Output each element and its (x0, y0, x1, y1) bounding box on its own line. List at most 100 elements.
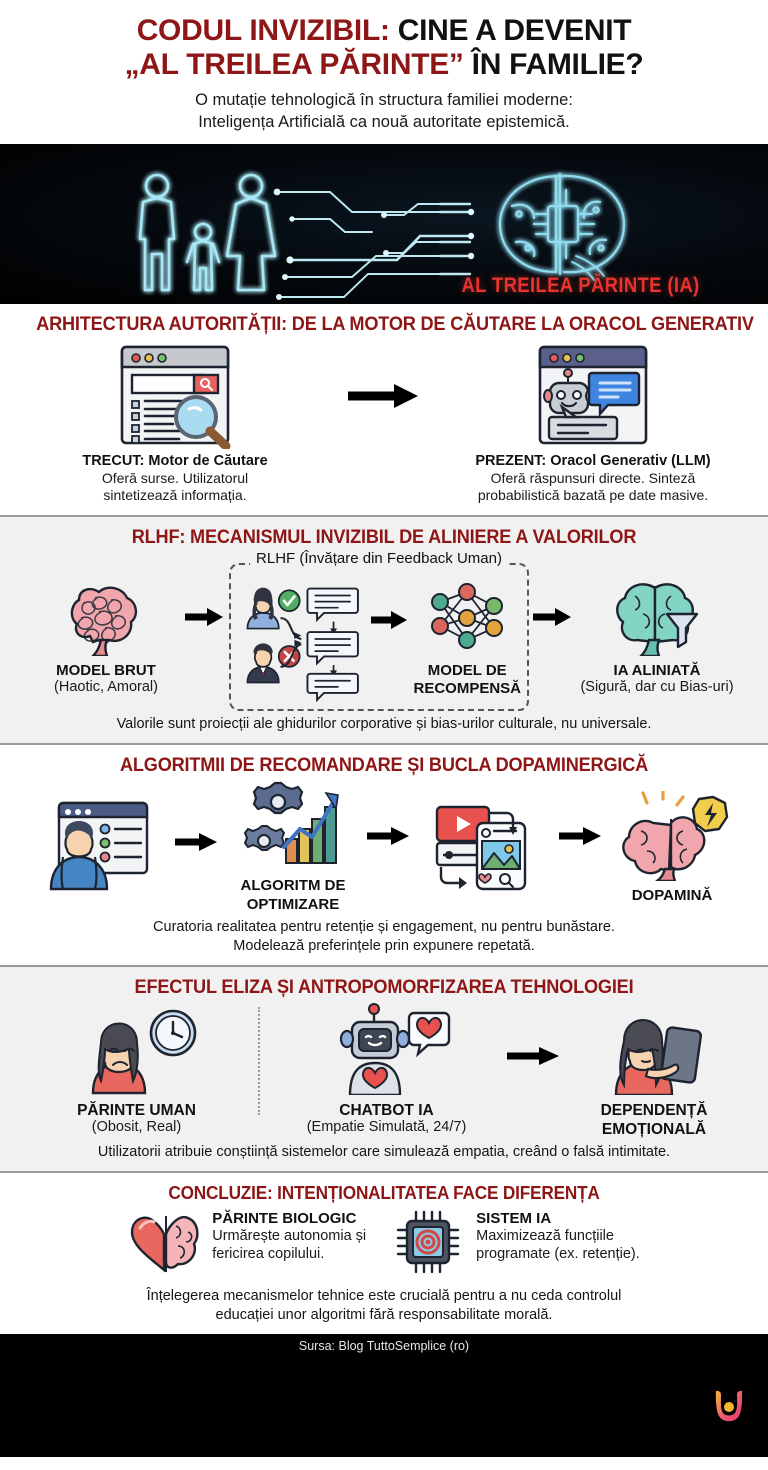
section-concluzie-footnote-1: Înțelegerea mecanismelor tehnice este cr… (146, 1288, 622, 1305)
algoritmi-node-optimizare: ALGORITM DE OPTIMIZARE (223, 781, 363, 914)
chatbot-heart-icon (274, 1003, 499, 1100)
section-rlhf: RLHF: MECANISMUL INVIZIBIL DE ALINIERE A… (0, 516, 768, 746)
section-algoritmi-flow: ALGORITM DE OPTIMIZARE (10, 781, 758, 914)
concluzie-parinte-text: PĂRINTE BIOLOGIC Urmărește autonomia și … (212, 1210, 366, 1263)
arhitectura-column-prezent: PREZENT: Oracol Generativ (LLM) Oferă ră… (443, 340, 743, 505)
eliza-chatbot-sub: (Empatie Simulată, 24/7) (306, 1119, 467, 1136)
section-rlhf-flow: MODEL BRUT (Haotic, Amoral) RLHF (Învăța… (10, 549, 758, 711)
eliza-parinte-sub: (Obosit, Real) (91, 1119, 182, 1136)
page-title-black-2: ÎN FAMILIE? (471, 47, 644, 81)
rlhf-node-reward-model: MODEL DE RECOMPENSĂ (413, 580, 521, 699)
concluzie-item-sistem: SISTEM IA Maximizează funcțiile programa… (396, 1210, 640, 1279)
rlhf-box-title: RLHF (Învățare din Feedback Uman) (250, 549, 508, 567)
page-subtitle-line-2: Inteligența Artificială ca nouă autorita… (198, 112, 570, 131)
rlhf-node-model-brut: MODEL BRUT (Haotic, Amoral) (31, 578, 181, 696)
section-eliza-title: EFECTUL ELIZA ȘI ANTROPOMORFIZAREA TEHNO… (134, 976, 634, 999)
concluzie-sistem-text: SISTEM IA Maximizează funcțiile programa… (476, 1210, 640, 1263)
family-silhouette-icon (138, 173, 277, 292)
user-profile-browser-icon (31, 797, 171, 898)
arhitectura-trecut-body-2: sintetizează informația. (103, 487, 247, 504)
hero-banner: AL TREILEA PĂRINTE (IA) (0, 143, 768, 304)
page-header: CODUL INVIZIBIL: CINE A DEVENIT „AL TREI… (0, 0, 768, 144)
concluzie-sistem-body-2: programate (ex. retenție). (476, 1246, 640, 1263)
algoritmi-arrow-2 (365, 825, 413, 852)
rlhf-reward-label-1: MODEL DE (427, 661, 507, 679)
neural-network-icon (413, 580, 521, 661)
arhitectura-prezent-body-2: probabilistică bazată pe date masive. (477, 487, 709, 504)
concluzie-item-parinte: PĂRINTE BIOLOGIC Urmărește autonomia și … (128, 1210, 366, 1279)
page-subtitle: O mutație tehnologică în structura famil… (12, 90, 756, 134)
section-concluzie-items: PĂRINTE BIOLOGIC Urmărește autonomia și … (10, 1208, 758, 1279)
rlhf-reward-label-2: RECOMPENSĂ (413, 680, 521, 698)
section-eliza-footnote: Utilizatorii atribuie conștiință sisteme… (97, 1143, 671, 1160)
page-title-line-1: CODUL INVIZIBIL: CINE A DEVENIT (12, 14, 756, 48)
human-approve-icon (246, 587, 301, 630)
rlhf-node-ia-aliniata: IA ALINIATĂ (Sigură, dar cu Bias-uri) (577, 578, 737, 696)
section-algoritmi: ALGORITMII DE RECOMANDARE ȘI BUCLA DOPAM… (0, 745, 768, 968)
section-algoritmi-title: ALGORITMII DE RECOMANDARE ȘI BUCLA DOPAM… (119, 754, 649, 777)
rlhf-process-box: RLHF (Învățare din Feedback Uman) (229, 549, 529, 711)
human-feedback-icons (246, 587, 359, 703)
section-concluzie-footnote-2: educației unor algoritmi fără responsabi… (215, 1306, 553, 1323)
brand-u-logo-icon[interactable] (712, 1387, 746, 1430)
chatbot-browser-icon (443, 340, 743, 452)
chat-bubble-icon (306, 587, 359, 703)
eliza-dependenta-label-2: EMOȚIONALĂ (601, 1121, 707, 1139)
emotional-dependency-icon (569, 1003, 739, 1100)
section-eliza-flow: PĂRINTE UMAN (Obosit, Real) (10, 1003, 758, 1139)
page-title-red-2: „AL TREILEA PĂRINTE” (124, 47, 464, 81)
hero-illustration (138, 172, 626, 300)
concluzie-sistem-title: SISTEM IA (476, 1210, 552, 1228)
algoritmi-node-dopamina: DOPAMINĂ (607, 789, 737, 905)
eliza-divider (258, 1007, 260, 1116)
circuit-lines-icon (273, 188, 475, 300)
section-arhitectura-title: ARHITECTURA AUTORITĂȚII: DE LA MOTOR DE … (36, 312, 754, 335)
rlhf-arrow-3 (531, 606, 575, 633)
human-reject-icon (246, 643, 301, 684)
algoritmi-node-user (31, 797, 171, 898)
arhitectura-prezent-label: PREZENT: Oracol Generativ (LLM) (475, 452, 711, 469)
section-rlhf-title: RLHF: MECANISMUL INVIZIBIL DE ALINIERE A… (131, 525, 637, 548)
section-concluzie: CONCLUZIE: INTENȚIONALITATEA FACE DIFERE… (0, 1173, 768, 1335)
algoritmi-optimizare-label-1: ALGORITM DE (240, 877, 346, 895)
page-subtitle-line-1: O mutație tehnologică în structura famil… (195, 91, 573, 110)
section-eliza: EFECTUL ELIZA ȘI ANTROPOMORFIZAREA TEHNO… (0, 967, 768, 1174)
algoritmi-dopamina-label: DOPAMINĂ (631, 886, 713, 904)
aligned-brain-funnel-icon (577, 578, 737, 661)
video-feed-phone-icon (415, 799, 555, 896)
ai-brain-chip-icon (498, 172, 626, 281)
algoritmi-node-feed (415, 799, 555, 896)
page-title-black-1: CINE A DEVENIT (397, 14, 632, 47)
concluzie-sistem-body-1: Maximizează funcțiile (476, 1228, 614, 1245)
rlhf-model-brut-sub: (Haotic, Amoral) (54, 679, 158, 696)
chaotic-brain-icon (31, 578, 181, 661)
rlhf-arrow-2 (369, 609, 411, 636)
hero-label: AL TREILEA PĂRINTE (IA) (461, 273, 700, 297)
section-arhitectura-body: TRECUT: Motor de Căutare Oferă surse. Ut… (10, 340, 758, 505)
arhitectura-trecut-body-1: Oferă surse. Utilizatorul (101, 469, 249, 486)
tired-parent-clock-icon (29, 1003, 244, 1100)
arhitectura-column-trecut: TRECUT: Motor de Căutare Oferă surse. Ut… (25, 340, 325, 505)
gears-growth-chart-icon (223, 781, 363, 876)
algoritmi-arrow-1 (173, 831, 221, 858)
dopamine-brain-spark-icon (607, 789, 737, 886)
algoritmi-optimizare-label-2: OPTIMIZARE (246, 896, 340, 914)
page-title-line-2: „AL TREILEA PĂRINTE” ÎN FAMILIE? (12, 48, 756, 82)
rlhf-arrow-1 (183, 606, 227, 633)
concluzie-parinte-body-1: Urmărește autonomia și (212, 1228, 367, 1245)
eliza-arrow (505, 1045, 563, 1072)
arhitectura-trecut-label: TRECUT: Motor de Căutare (82, 452, 268, 469)
eliza-dependenta-label-1: DEPENDENȚĂ (600, 1102, 708, 1120)
section-concluzie-title: CONCLUZIE: INTENȚIONALITATEA FACE DIFERE… (168, 1182, 600, 1204)
section-algoritmi-footnote-2: Modelează preferințele prin expunere rep… (233, 937, 535, 954)
heart-brain-icon (128, 1210, 202, 1279)
section-rlhf-footnote: Valorile sunt proiecții ale ghidurilor c… (116, 715, 652, 732)
concluzie-parinte-body-2: fericirea copilului. (212, 1246, 325, 1263)
source-bar: Sursa: Blog TuttoSemplice (ro) (0, 1334, 768, 1360)
ai-chip-target-icon (396, 1210, 466, 1279)
arhitectura-prezent-body-1: Oferă răspunsuri directe. Sinteză (490, 469, 696, 486)
eliza-parinte-label: PĂRINTE UMAN (77, 1102, 196, 1120)
concluzie-parinte-title: PĂRINTE BIOLOGIC (212, 1210, 357, 1228)
eliza-col-chatbot: CHATBOT IA (Empatie Simulată, 24/7) (274, 1003, 499, 1136)
